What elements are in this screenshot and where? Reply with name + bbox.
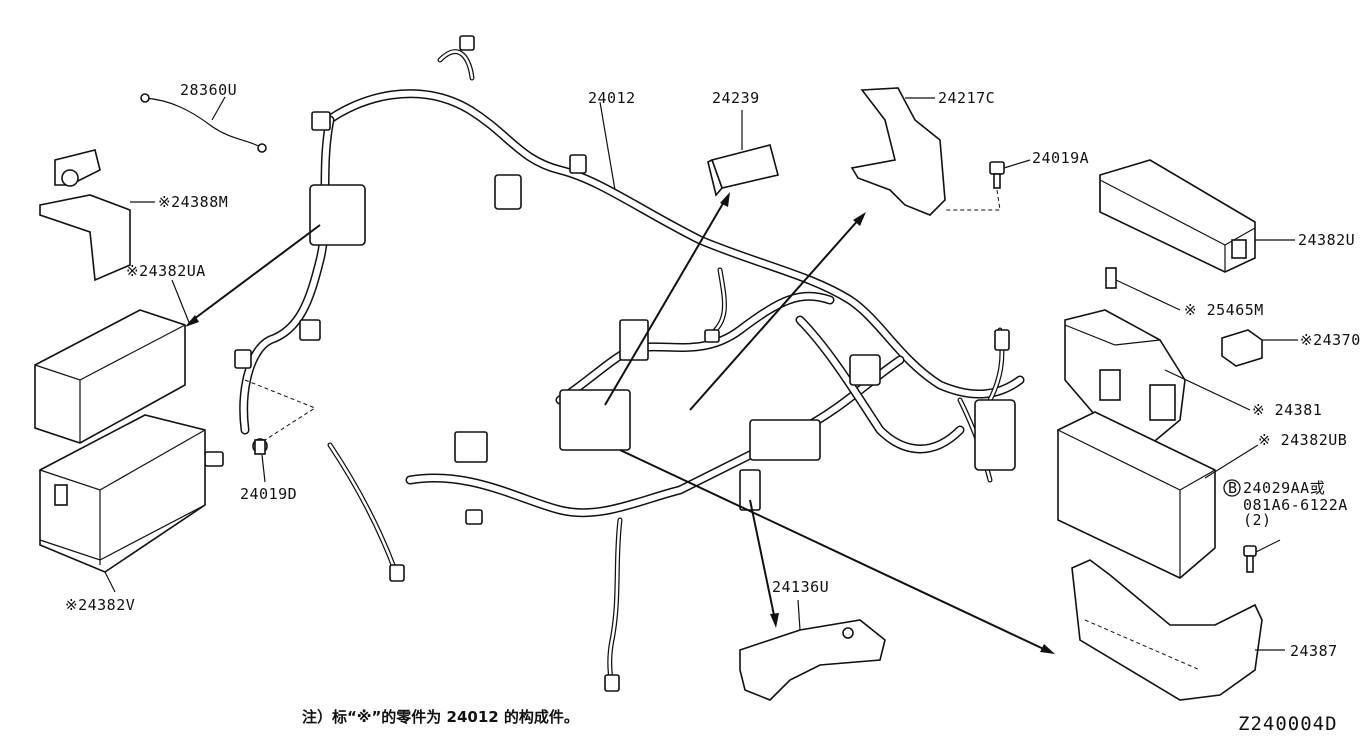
label-081a6: 081A6-6122A [1243, 496, 1348, 514]
label-24217c: 24217C [938, 89, 995, 107]
part-24029aa-bolt [1243, 539, 1281, 573]
part-24382ua-cover [34, 279, 191, 444]
part-24019d-clip [244, 379, 317, 483]
part-24387-bracket [1071, 559, 1285, 701]
part-labels: 28360U ※24388M ※24382UA 24019D ※24382V 2… [65, 81, 1361, 660]
diagram-code: Z240004D [1238, 713, 1338, 735]
label-081a6-qty: (2) [1243, 511, 1272, 529]
part-24370-relay [1221, 329, 1298, 367]
part-24019a-bolt [945, 159, 1031, 211]
label-24382ua: ※24382UA [126, 262, 206, 280]
main-harness-24012 [204, 35, 1025, 692]
part-24136u-bracket [739, 599, 886, 701]
label-24382u: 24382U [1298, 231, 1355, 249]
label-24239: 24239 [712, 89, 760, 107]
label-24388m: ※24388M [158, 193, 228, 211]
label-24019a: 24019A [1032, 149, 1089, 167]
part-24382u-cover [1099, 159, 1295, 273]
part-24382ub-box [1057, 411, 1259, 579]
label-24012: 24012 [588, 89, 636, 107]
part-24382v-box [39, 414, 206, 593]
part-24217c-bracket [850, 87, 946, 216]
label-24387: 24387 [1290, 642, 1338, 660]
circled-b-mark [1223, 479, 1241, 497]
label-28360u: 28360U [180, 81, 237, 99]
part-28360u-cable [140, 93, 267, 153]
leader-arrows [185, 101, 1055, 654]
label-24136u: 24136U [772, 578, 829, 596]
label-24370: ※24370 [1300, 331, 1361, 349]
label-25465m: ※ 25465M [1184, 301, 1264, 319]
part-24239-bracket [707, 110, 779, 197]
footnote: 注）标“※”的零件为 24012 的构成件。 [302, 708, 579, 726]
circled-b-letter: B [1228, 479, 1238, 497]
label-24019d: 24019D [240, 485, 297, 503]
label-24382ub: ※ 24382UB [1258, 431, 1347, 449]
part-24388m-bracket [39, 149, 155, 282]
label-24382v: ※24382V [65, 596, 135, 614]
label-24029aa: 24029AA或 [1243, 479, 1325, 497]
part-25465m-fuse [1105, 267, 1181, 311]
label-24381: ※ 24381 [1252, 401, 1322, 419]
